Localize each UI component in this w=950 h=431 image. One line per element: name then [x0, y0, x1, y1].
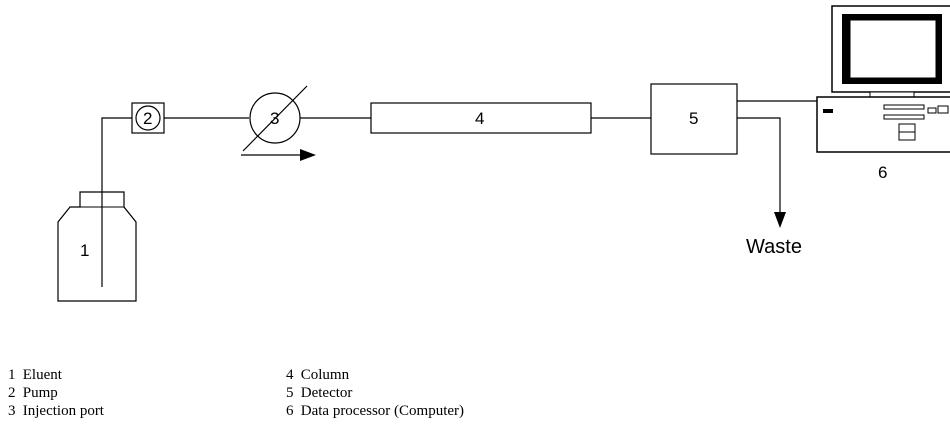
column-label: 4	[475, 109, 484, 128]
legend-number: 5	[286, 385, 294, 401]
legend-item-data-processor: 6 Data processor (Computer)	[286, 402, 464, 420]
waste-arrow-head	[774, 212, 786, 228]
legend-right: 4 Column 5 Detector 6 Data processor (Co…	[286, 366, 464, 420]
tubing-bottle-to-pump	[101, 117, 132, 287]
computer-label: 6	[878, 163, 887, 182]
pump-label: 2	[143, 109, 152, 128]
legend-number: 6	[286, 403, 294, 419]
tubing-detector-to-waste	[737, 117, 781, 213]
flow-arrow-head	[300, 149, 316, 161]
computer-icon	[816, 5, 950, 153]
legend-number: 4	[286, 367, 294, 383]
injection-port-slash	[242, 85, 308, 152]
legend-item-eluent: 1 Eluent	[8, 366, 104, 384]
legend-text: Pump	[22, 385, 58, 401]
legend-item-column: 4 Column	[286, 366, 464, 384]
legend-text: Data processor (Computer)	[300, 403, 465, 419]
legend-text: Column	[300, 367, 350, 383]
pump-circle	[135, 105, 161, 131]
legend-item-detector: 5 Detector	[286, 384, 464, 402]
detector-box	[650, 83, 738, 155]
legend-number: 1	[8, 367, 16, 383]
legend-item-pump: 2 Pump	[8, 384, 104, 402]
legend-text: Injection port	[22, 403, 104, 419]
legend-number: 3	[8, 403, 16, 419]
waste-label: Waste	[746, 236, 802, 258]
detector-label: 5	[689, 109, 698, 128]
legend-item-injection-port: 3 Injection port	[8, 402, 104, 420]
eluent-label: 1	[80, 241, 89, 260]
legend-text: Eluent	[22, 367, 62, 383]
legend-number: 2	[8, 385, 16, 401]
legend-text: Detector	[300, 385, 353, 401]
eluent-bottle	[57, 191, 137, 302]
injection-port-label: 3	[270, 109, 279, 128]
legend-left: 1 Eluent 2 Pump 3 Injection port	[8, 366, 104, 420]
